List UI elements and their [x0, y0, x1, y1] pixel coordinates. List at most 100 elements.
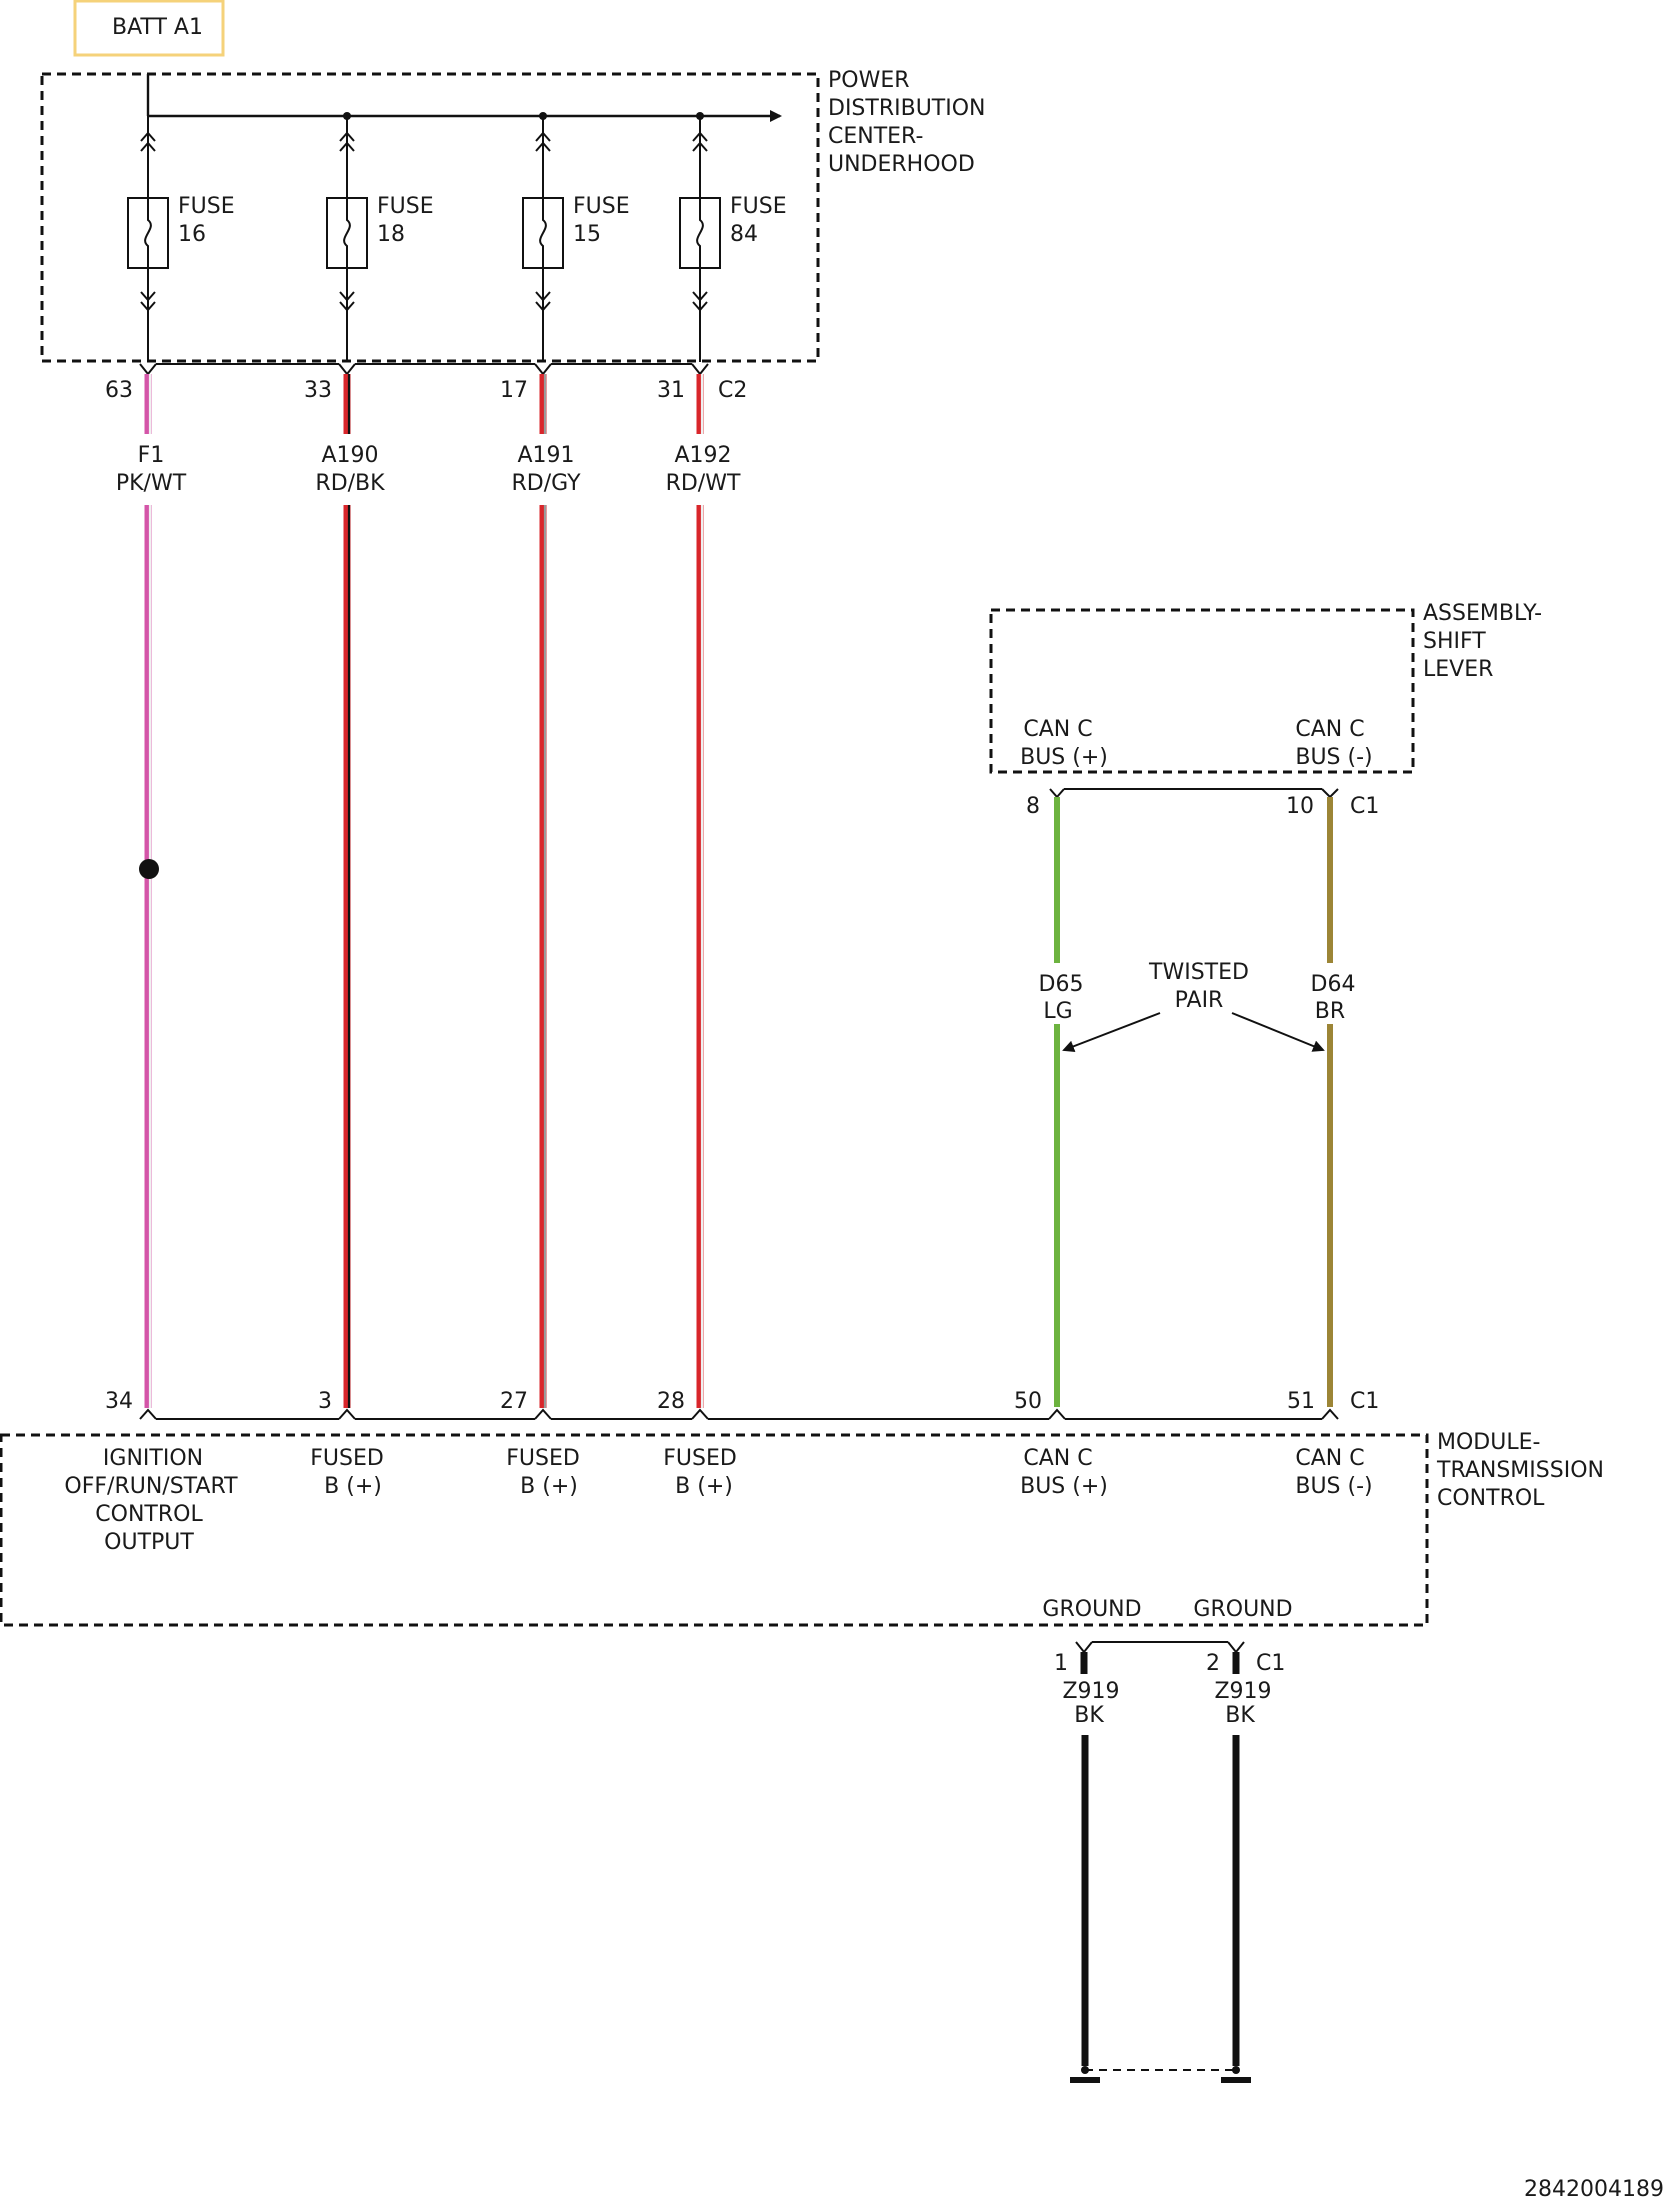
- svg-text:CENTER-: CENTER-: [828, 124, 923, 149]
- svg-text:CAN C: CAN C: [1295, 1446, 1364, 1471]
- pdc-connector-c2: C2: [718, 378, 747, 403]
- svg-text:BUS (+): BUS (+): [1020, 1474, 1108, 1499]
- fuse-84: FUSE 84: [679, 116, 787, 362]
- svg-text:BUS (-): BUS (-): [1295, 745, 1372, 770]
- svg-text:BUS (+): BUS (+): [1020, 745, 1108, 770]
- wire-color-label: PK/WT: [116, 471, 187, 496]
- svg-text:B (+): B (+): [324, 1474, 382, 1499]
- tcm-connector-c1: C1: [1350, 1389, 1379, 1414]
- fuse-15: FUSE 15: [522, 116, 630, 362]
- tcm-pin-names: IGNITION OFF/RUN/START CONTROL OUTPUT FU…: [64, 1446, 1372, 1622]
- tcm-pin-51: 51: [1287, 1389, 1315, 1414]
- can-wire-d64-color: BR: [1315, 999, 1345, 1024]
- svg-text:CAN C: CAN C: [1023, 1446, 1092, 1471]
- ground-wires: [1070, 1735, 1251, 2083]
- wire-color-label: RD/GY: [511, 471, 581, 496]
- svg-text:TWISTED: TWISTED: [1148, 960, 1249, 985]
- fuse-label: FUSE: [377, 194, 434, 219]
- svg-text:TRANSMISSION: TRANSMISSION: [1436, 1458, 1604, 1483]
- shift-pin-8: 8: [1026, 794, 1040, 819]
- shift-lever-c1-connector: 8 10 C1: [1026, 788, 1379, 819]
- svg-text:DISTRIBUTION: DISTRIBUTION: [828, 96, 986, 121]
- svg-text:OUTPUT: OUTPUT: [104, 1530, 194, 1555]
- wire-color-label: RD/BK: [315, 471, 385, 496]
- pdc-c2-connector: 63 33 17 31 C2: [105, 363, 747, 403]
- wire-circuit-label: A190: [321, 443, 378, 468]
- svg-text:UNDERHOOD: UNDERHOOD: [828, 152, 975, 177]
- twisted-pair-callout: TWISTED PAIR: [1062, 960, 1325, 1053]
- can-wire-d64-circuit: D64: [1311, 972, 1356, 997]
- pdc-pin-33: 33: [304, 378, 332, 403]
- can-wire-d65-circuit: D65: [1039, 972, 1084, 997]
- pdc-box: [40, 72, 820, 363]
- shift-pin-10: 10: [1286, 794, 1314, 819]
- ground-wire-2-color: BK: [1225, 1703, 1255, 1728]
- ground-wire-1-circuit: Z919: [1062, 1679, 1119, 1704]
- pdc-pin-63: 63: [105, 378, 133, 403]
- svg-text:B (+): B (+): [520, 1474, 578, 1499]
- ground-wire-1-color: BK: [1074, 1703, 1104, 1728]
- pdc-pin-17: 17: [500, 378, 528, 403]
- svg-text:ASSEMBLY-: ASSEMBLY-: [1423, 601, 1542, 626]
- shift-connector-c1: C1: [1350, 794, 1379, 819]
- svg-text:CAN C: CAN C: [1023, 717, 1092, 742]
- ground-pin-1: 1: [1054, 1651, 1068, 1676]
- fuse-label: FUSE: [573, 194, 630, 219]
- svg-text:CONTROL: CONTROL: [1437, 1486, 1545, 1511]
- shift-lever-label: ASSEMBLY- SHIFT LEVER: [1423, 601, 1542, 682]
- ground-connector: 1 2 C1 Z919 BK Z919 BK: [1054, 1641, 1285, 1728]
- wire-circuit-label: A192: [674, 443, 731, 468]
- splice-dot: [139, 859, 159, 879]
- fuse-label: FUSE: [730, 194, 787, 219]
- ground-connector-c1: C1: [1256, 1651, 1285, 1676]
- svg-text:POWER: POWER: [828, 68, 910, 93]
- fuse-group: FUSE 16 FUSE 18 FUSE 15 FUSE 84: [127, 116, 787, 362]
- fuse-label: FUSE: [178, 194, 235, 219]
- tcm-pin-27: 27: [500, 1389, 528, 1414]
- fuse-16: FUSE 16: [127, 116, 235, 362]
- ground-pin-2: 2: [1206, 1651, 1220, 1676]
- svg-text:FUSED: FUSED: [310, 1446, 384, 1471]
- svg-text:MODULE-: MODULE-: [1437, 1430, 1540, 1455]
- svg-text:CAN C: CAN C: [1295, 717, 1364, 742]
- fuse-18: FUSE 18: [326, 116, 434, 362]
- pdc-pin-31: 31: [657, 378, 685, 403]
- figure-id: 2842004189: [1524, 2177, 1664, 2198]
- tcm-pin-50: 50: [1014, 1389, 1042, 1414]
- svg-text:OFF/RUN/START: OFF/RUN/START: [64, 1474, 238, 1499]
- svg-text:FUSED: FUSED: [663, 1446, 737, 1471]
- svg-text:CONTROL: CONTROL: [95, 1502, 203, 1527]
- tcm-box: [0, 1433, 1429, 1627]
- fuse-number: 15: [573, 222, 601, 247]
- ground-wire-2-circuit: Z919: [1214, 1679, 1271, 1704]
- svg-text:SHIFT: SHIFT: [1423, 629, 1486, 654]
- fuse-number: 84: [730, 222, 758, 247]
- tcm-label: MODULE- TRANSMISSION CONTROL: [1436, 1430, 1604, 1511]
- tcm-pin-28: 28: [657, 1389, 685, 1414]
- svg-text:LEVER: LEVER: [1423, 657, 1493, 682]
- batt-label-box: BATT A1: [73, 0, 225, 57]
- svg-text:BUS (-): BUS (-): [1295, 1474, 1372, 1499]
- pdc-label: POWER DISTRIBUTION CENTER- UNDERHOOD: [828, 68, 986, 177]
- fuse-number: 16: [178, 222, 206, 247]
- pdc-bus: [146, 74, 782, 122]
- can-wire-d65-color: LG: [1043, 999, 1072, 1024]
- svg-text:B (+): B (+): [675, 1474, 733, 1499]
- tcm-pin-3: 3: [318, 1389, 332, 1414]
- svg-text:PAIR: PAIR: [1175, 988, 1224, 1013]
- svg-text:IGNITION: IGNITION: [103, 1446, 203, 1471]
- wire-circuit-label: F1: [138, 443, 165, 468]
- can-wires: D65 LG D64 BR: [1039, 797, 1356, 1407]
- tcm-ground-name-2: GROUND: [1193, 1597, 1292, 1622]
- shift-lever-box: [989, 608, 1415, 774]
- batt-label: BATT A1: [112, 15, 203, 40]
- wire-circuit-label: A191: [517, 443, 574, 468]
- fuse-number: 18: [377, 222, 405, 247]
